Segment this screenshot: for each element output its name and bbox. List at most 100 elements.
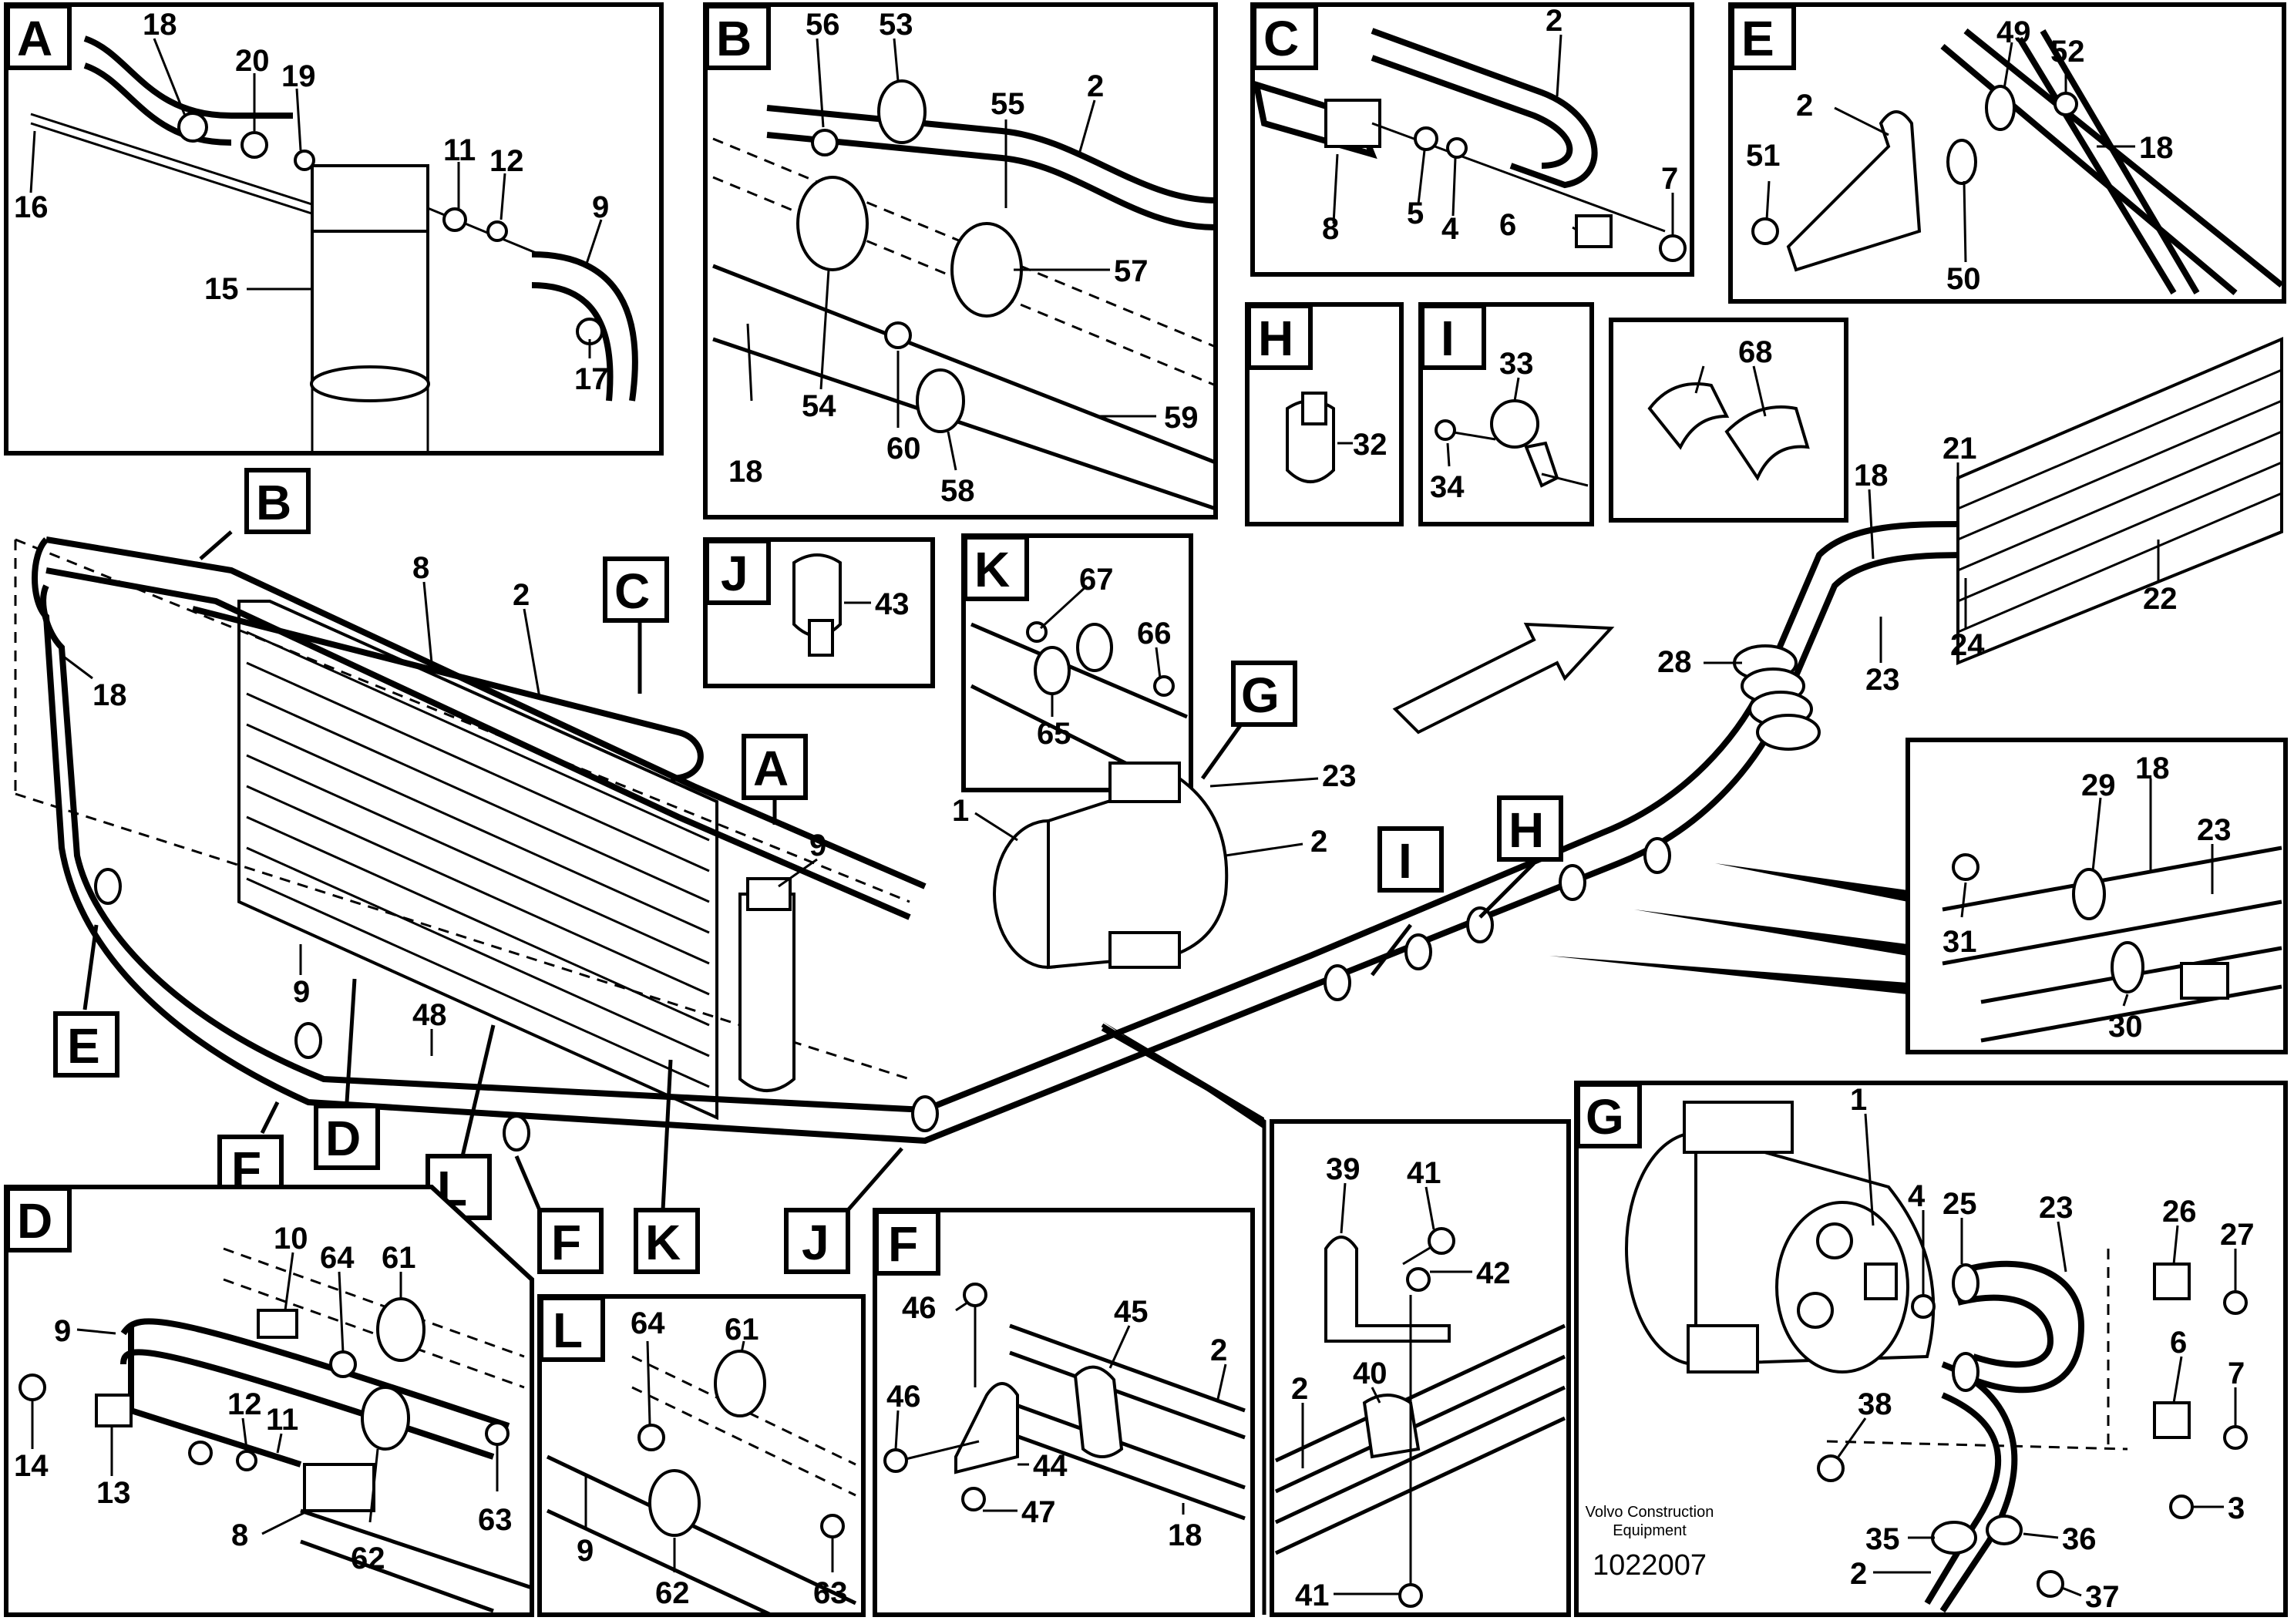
label-bracket-41-top: 41 — [1407, 1156, 1441, 1190]
label-g-25: 25 — [1942, 1187, 1977, 1221]
label-b-2: 2 — [1087, 69, 1104, 103]
label-bracket-42: 42 — [1476, 1256, 1511, 1290]
label-main-48: 48 — [412, 998, 447, 1032]
label-k-67: 67 — [1079, 563, 1114, 597]
detail-panel-a: A 18 20 19 16 15 11 12 9 17 — [4, 2, 664, 456]
label-main-18: 18 — [92, 678, 127, 712]
label-i-33: 33 — [1499, 347, 1534, 381]
label-bracket-40: 40 — [1353, 1357, 1388, 1390]
callout-j: J — [802, 1215, 829, 1270]
footer-company-line-1: Volvo Construction — [1585, 1504, 1714, 1521]
label-b-56: 56 — [806, 8, 840, 42]
label-inset-31: 31 — [1942, 925, 1977, 959]
manufacturer-footer: Volvo Construction Equipment 1022007 — [1549, 1503, 1750, 1585]
label-f-46-top: 46 — [902, 1291, 937, 1325]
label-c-7: 7 — [1661, 162, 1678, 196]
label-main-23: 23 — [1322, 759, 1357, 793]
main-assembly: B C A E F D L F K J G I H 8 2 18 9 9 48 … — [14, 336, 2283, 1274]
hose-28-corrugation — [1733, 644, 1821, 751]
detail-panel-clamp-68: 68 — [1609, 318, 1848, 523]
label-c-6: 6 — [1499, 208, 1516, 242]
label-g-4: 4 — [1908, 1179, 1926, 1213]
label-g-35: 35 — [1865, 1522, 1900, 1556]
panel-l-letter: L — [553, 1303, 583, 1358]
label-e-51: 51 — [1746, 139, 1781, 173]
panel-d-letter: D — [17, 1193, 52, 1249]
label-main-18-evap: 18 — [1854, 459, 1889, 493]
label-b-58: 58 — [940, 474, 975, 508]
label-b-53: 53 — [879, 8, 913, 42]
detail-panel-e: E 49 52 2 18 51 50 — [1728, 2, 2286, 304]
detail-panel-c: C 2 8 5 4 6 7 — [1250, 2, 1694, 277]
label-a-12: 12 — [489, 144, 524, 178]
callout-f-center: F — [551, 1215, 581, 1270]
label-f-18: 18 — [1168, 1518, 1202, 1552]
callout-b: B — [256, 475, 291, 530]
label-bracket-41-bottom: 41 — [1295, 1579, 1330, 1612]
callout-g: G — [1241, 667, 1280, 723]
label-g-23: 23 — [2039, 1191, 2074, 1225]
panel-k-letter: K — [974, 542, 1010, 597]
label-inset-29: 29 — [2081, 768, 2116, 802]
footer-company-line-2: Equipment — [1613, 1522, 1687, 1539]
panel-g-letter: G — [1586, 1089, 1624, 1145]
label-e-18: 18 — [2139, 131, 2174, 165]
label-d-12: 12 — [227, 1387, 262, 1421]
label-e-2: 2 — [1796, 89, 1813, 123]
drawing-number: 1022007 — [1593, 1549, 1707, 1582]
label-l-63: 63 — [813, 1576, 848, 1610]
panel-b-letter: B — [716, 11, 752, 66]
panel-i-letter: I — [1441, 311, 1455, 366]
label-d-10: 10 — [274, 1222, 308, 1256]
label-d-9: 9 — [54, 1314, 71, 1348]
label-b-55: 55 — [991, 87, 1025, 121]
label-h-32: 32 — [1353, 428, 1388, 462]
label-a-18: 18 — [143, 8, 177, 42]
label-a-20: 20 — [235, 44, 270, 78]
label-main-2: 2 — [513, 578, 530, 612]
label-main-9-left: 9 — [293, 975, 310, 1009]
label-j-43: 43 — [875, 587, 910, 621]
callout-e: E — [67, 1018, 100, 1074]
label-f-45: 45 — [1114, 1295, 1149, 1329]
detail-panel-hose-clamps: 29 18 23 31 30 — [1549, 738, 2288, 1054]
label-b-60: 60 — [886, 432, 921, 466]
label-g-6: 6 — [2170, 1326, 2187, 1360]
panel-a-letter: A — [17, 11, 52, 66]
label-main-28: 28 — [1657, 645, 1692, 679]
panel-f-letter: F — [888, 1216, 918, 1272]
label-f-46-left: 46 — [886, 1380, 921, 1414]
label-e-50: 50 — [1946, 262, 1981, 296]
label-main-2-compressor: 2 — [1310, 825, 1327, 859]
panel-e-letter: E — [1741, 11, 1774, 66]
panel-j-letter: J — [721, 546, 748, 601]
detail-panel-l: L 64 61 9 62 63 — [537, 1294, 866, 1617]
label-main-23-evap: 23 — [1865, 663, 1900, 697]
label-d-14: 14 — [14, 1449, 49, 1483]
label-d-63: 63 — [478, 1503, 513, 1537]
label-k-65: 65 — [1037, 717, 1071, 751]
label-f-44: 44 — [1033, 1449, 1068, 1483]
label-b-18: 18 — [728, 455, 763, 489]
detail-panel-d: D 10 64 61 9 12 11 14 13 — [4, 1185, 534, 1617]
label-g-36: 36 — [2062, 1522, 2097, 1556]
label-main-21: 21 — [1942, 432, 1977, 466]
label-main-1: 1 — [952, 794, 969, 828]
callout-a: A — [753, 741, 789, 796]
label-f-47: 47 — [1021, 1495, 1056, 1529]
evaporator-core — [1956, 336, 2283, 665]
detail-panel-f: F 46 45 2 46 44 47 18 — [873, 1208, 1255, 1617]
label-bracket-39: 39 — [1326, 1152, 1361, 1186]
label-d-11: 11 — [266, 1403, 298, 1437]
detail-panel-k: K 67 66 65 — [961, 533, 1193, 792]
label-i-34: 34 — [1430, 470, 1465, 504]
label-c-4: 4 — [1441, 212, 1459, 246]
callout-d: D — [325, 1111, 361, 1166]
label-g-3: 3 — [2228, 1491, 2245, 1525]
callout-c: C — [614, 563, 650, 619]
label-a-9: 9 — [592, 190, 609, 224]
callout-i: I — [1398, 833, 1412, 889]
label-f-2: 2 — [1210, 1333, 1227, 1367]
label-l-9: 9 — [577, 1534, 594, 1568]
